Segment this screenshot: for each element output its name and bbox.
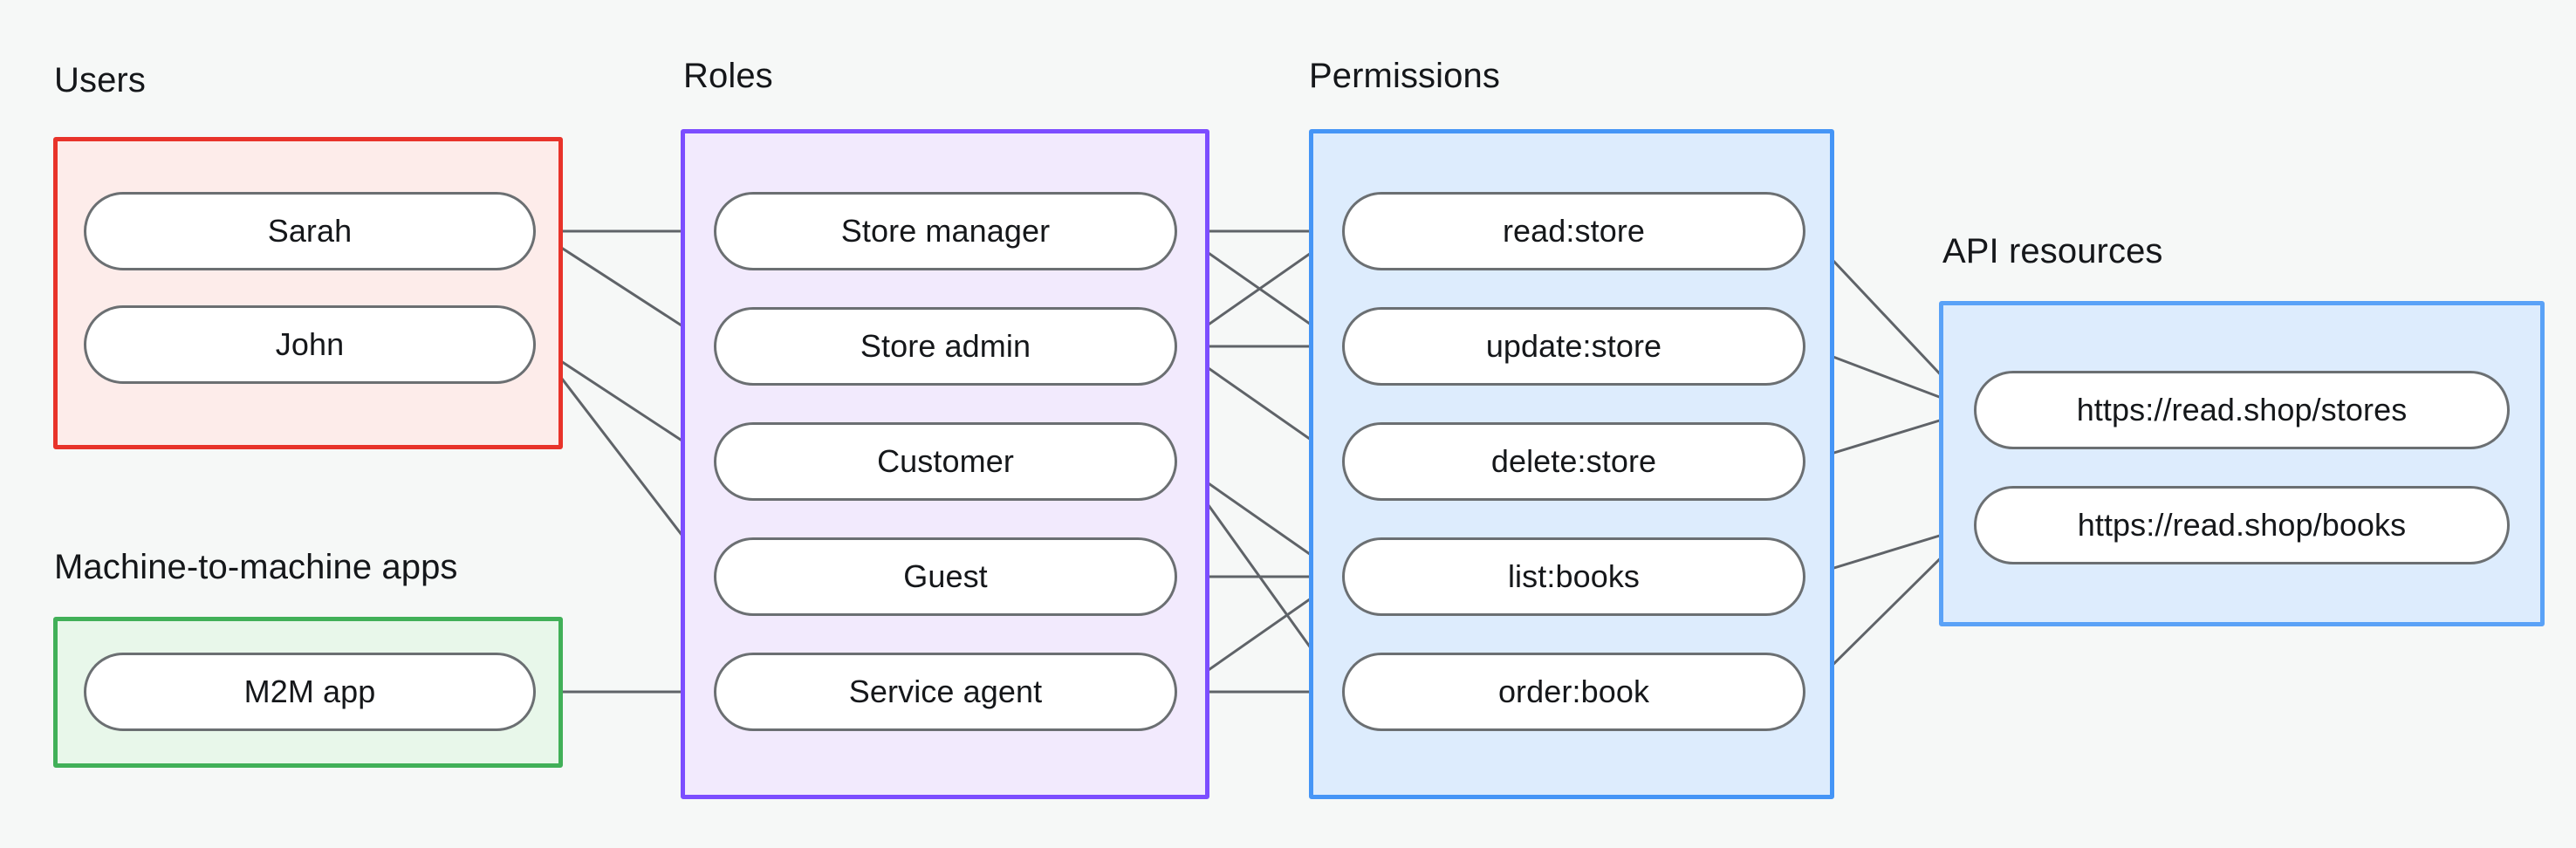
node-sarah[interactable]: Sarah bbox=[84, 192, 536, 270]
node-listbooks[interactable]: list:books bbox=[1342, 537, 1805, 616]
node-label: M2M app bbox=[243, 674, 376, 709]
group-title-roles: Roles bbox=[683, 57, 773, 95]
node-updatestore[interactable]: update:store bbox=[1342, 307, 1805, 386]
node-label: Store admin bbox=[860, 328, 1031, 364]
node-label: read:store bbox=[1502, 213, 1646, 249]
node-label: delete:store bbox=[1490, 443, 1657, 479]
node-guest[interactable]: Guest bbox=[714, 537, 1177, 616]
node-label: list:books bbox=[1507, 558, 1641, 594]
node-label: Customer bbox=[877, 443, 1014, 479]
node-label: Sarah bbox=[267, 213, 353, 249]
node-label: Service agent bbox=[848, 674, 1043, 709]
group-box-api bbox=[1939, 301, 2545, 626]
node-storemanager[interactable]: Store manager bbox=[714, 192, 1177, 270]
node-label: update:store bbox=[1485, 328, 1662, 364]
group-title-api: API resources bbox=[1942, 232, 2163, 270]
group-box-users bbox=[53, 137, 563, 449]
node-serviceagent[interactable]: Service agent bbox=[714, 653, 1177, 731]
group-title-m2m: Machine-to-machine apps bbox=[54, 548, 458, 586]
node-label: https://read.shop/stores bbox=[2076, 392, 2408, 427]
node-m2mapp[interactable]: M2M app bbox=[84, 653, 536, 731]
node-label: order:book bbox=[1497, 674, 1650, 709]
node-deletestore[interactable]: delete:store bbox=[1342, 422, 1805, 501]
group-title-users: Users bbox=[54, 61, 146, 99]
node-label: Guest bbox=[903, 558, 988, 594]
node-label: https://read.shop/books bbox=[2077, 507, 2407, 543]
node-apistores[interactable]: https://read.shop/stores bbox=[1974, 371, 2510, 449]
node-label: Store manager bbox=[840, 213, 1051, 249]
node-customer[interactable]: Customer bbox=[714, 422, 1177, 501]
node-orderbook[interactable]: order:book bbox=[1342, 653, 1805, 731]
node-readstore[interactable]: read:store bbox=[1342, 192, 1805, 270]
node-storeadmin[interactable]: Store admin bbox=[714, 307, 1177, 386]
node-apibooks[interactable]: https://read.shop/books bbox=[1974, 486, 2510, 564]
node-john[interactable]: John bbox=[84, 305, 536, 384]
node-label: John bbox=[275, 326, 345, 362]
group-title-permissions: Permissions bbox=[1309, 57, 1500, 95]
